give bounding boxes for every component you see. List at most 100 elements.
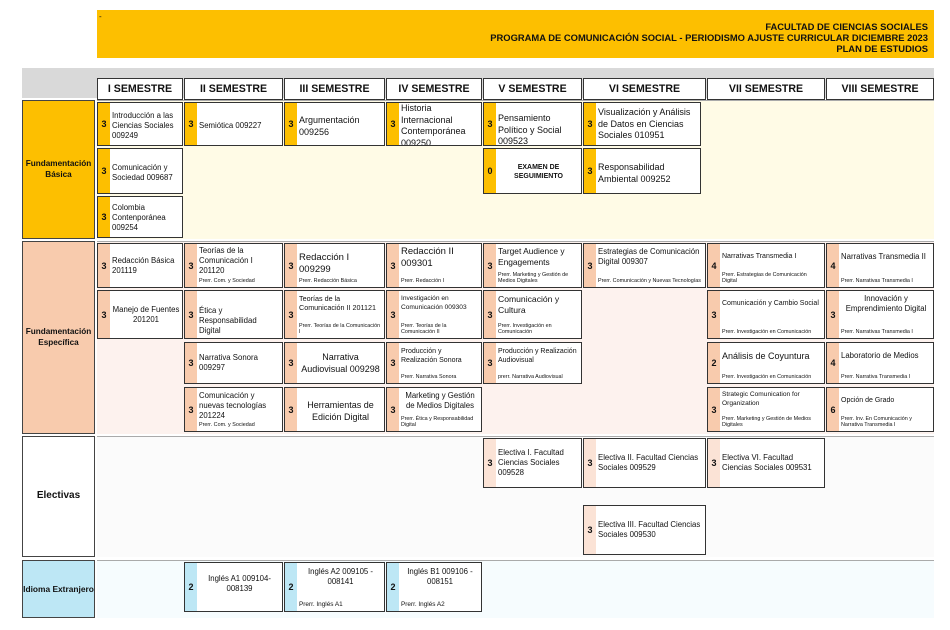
course-e12[interactable]: 3 Investigación en Comunicación 009303 P… — [386, 290, 482, 339]
plan-title: PLAN DE ESTUDIOS — [836, 43, 928, 54]
course-i3[interactable]: 2 Inglés B1 009106 - 008151 Prerr. Inglé… — [386, 562, 482, 612]
course-name-b4: Historia Internacional Contemporánea 009… — [401, 103, 466, 146]
credits-e13: 3 — [484, 291, 496, 338]
course-v1[interactable]: 3 Electiva I. Facultad Ciencias Sociales… — [483, 438, 582, 488]
credits-e10: 3 — [185, 291, 197, 338]
course-b9[interactable]: 3 Responsabilidad Ambiental 009252 — [583, 148, 701, 194]
course-b2[interactable]: 3 Semiótica 009227 — [184, 102, 283, 146]
credits-e20: 2 — [708, 343, 720, 383]
credits-v2: 3 — [584, 439, 596, 487]
credits-b9: 3 — [584, 149, 596, 193]
course-e13[interactable]: 3 Comunicación y Cultura Prerr. Investig… — [483, 290, 582, 339]
course-name-e20: Análisis de Coyuntura — [722, 351, 810, 361]
credits-e23: 3 — [285, 388, 297, 431]
credits-e6: 3 — [584, 244, 596, 287]
faculty-title: FACULTAD DE CIENCIAS SOCIALES — [765, 21, 928, 32]
course-name-e21: Laboratorio de Medios — [841, 351, 919, 360]
course-name-i1: Inglés A1 009104- 008139 — [208, 574, 271, 594]
course-name-b2: Semiótica 009227 — [199, 121, 262, 130]
course-name-e4: Redacción II 009301 — [401, 246, 454, 270]
credits-i1: 2 — [185, 563, 197, 611]
credits-e22: 3 — [185, 388, 197, 431]
credits-e9: 3 — [98, 291, 110, 338]
credits-b5: 3 — [484, 103, 496, 145]
program-title: PROGRAMA DE COMUNICACIÓN SOCIAL - PERIOD… — [490, 32, 928, 43]
credits-e2: 3 — [185, 244, 197, 287]
course-v2[interactable]: 3 Electiva II. Facultad Ciencias Sociale… — [583, 438, 706, 488]
course-e20[interactable]: 2 Análisis de Coyuntura Prerr. Investiga… — [707, 342, 825, 384]
course-b10[interactable]: 3 Colombia Contenporánea 009254 — [97, 196, 183, 238]
course-e2[interactable]: 3 Teorías de la Comunicación I 201120 Pr… — [184, 243, 283, 288]
course-name-e17: Narrativa Audiovisual 009298 — [301, 352, 380, 374]
credits-e8: 4 — [827, 244, 839, 287]
course-b1[interactable]: 3 Introducción a las Ciencias Sociales 0… — [97, 102, 183, 146]
course-name-e12: Investigación en Comunicación 009303 — [401, 295, 467, 311]
credits-b1: 3 — [98, 103, 110, 145]
prereq-e12: Prerr. Teorías de la Comunicación II — [401, 322, 447, 336]
credits-v4: 3 — [584, 506, 596, 554]
prereq-e18: Prerr. Narrativa Sonora — [401, 374, 457, 381]
course-e23[interactable]: 3 Herramientas de Edición Digital — [284, 387, 385, 432]
course-e4[interactable]: 3 Redacción II 009301 Prerr. Redacción I — [386, 243, 482, 288]
course-e14[interactable]: 3 Comunicación y Cambio Social Prerr. In… — [707, 290, 825, 339]
course-e17[interactable]: 3 Narrativa Audiovisual 009298 — [284, 342, 385, 384]
prereq-e3: Prerr. Redacción Básica — [299, 278, 357, 285]
prereq-e20: Prerr. Investigación en Comunicación — [722, 374, 812, 381]
course-v4[interactable]: 3 Electiva III. Facultad Ciencias Social… — [583, 505, 706, 555]
course-e15[interactable]: 3 Innovación y Emprendimiento Digital Pr… — [826, 290, 934, 339]
header-banner: - FACULTAD DE CIENCIAS SOCIALES PROGRAMA… — [97, 10, 934, 58]
course-e5[interactable]: 3 Target Audience y Engagements Prerr. M… — [483, 243, 582, 288]
credits-e1: 3 — [98, 244, 110, 287]
credits-i3: 2 — [387, 563, 399, 611]
course-name-e7: Narrativas Transmedia I — [722, 253, 797, 260]
credits-e16: 3 — [185, 343, 197, 383]
course-e22[interactable]: 3 Comunicación y nuevas tecnologías 2012… — [184, 387, 283, 432]
prereq-e13: Prerr. Investigación en Comunicación — [498, 322, 552, 336]
course-name-e13: Comunicación y Cultura — [498, 294, 560, 316]
course-e6[interactable]: 3 Estrategias de Comunicación Digital 00… — [583, 243, 706, 288]
course-e25[interactable]: 3 Strategic Comunication for Organizatio… — [707, 387, 825, 432]
course-name-v4: Electiva III. Facultad Ciencias Sociales… — [598, 520, 701, 540]
course-b3[interactable]: 3 Argumentación 009256 — [284, 102, 385, 146]
course-e24[interactable]: 3 Marketing y Gestión de Medios Digitale… — [386, 387, 482, 432]
course-e7[interactable]: 4 Narrativas Transmedia I Prerr. Estrate… — [707, 243, 825, 288]
course-b7[interactable]: 3 Comunicación y Sociedad 009687 — [97, 148, 183, 194]
course-name-e16: Narrativa Sonora 009297 — [199, 353, 258, 373]
course-name-e15: Innovación y Emprendimiento Digital — [845, 294, 927, 314]
course-i1[interactable]: 2 Inglés A1 009104- 008139 — [184, 562, 283, 612]
course-b5[interactable]: 3 Pensamiento Político y Social 009523 — [483, 102, 582, 146]
credits-b2: 3 — [185, 103, 197, 145]
course-i2[interactable]: 2 Inglés A2 009105 - 008141 Prerr. Inglé… — [284, 562, 385, 612]
course-e9[interactable]: 3 Manejo de Fuentes 201201 — [97, 290, 183, 339]
prereq-e11: Prerr. Teorías de la Comunicación I — [299, 322, 381, 336]
course-e10[interactable]: 3 Ética y Responsabilidad Digital — [184, 290, 283, 339]
prereq-e4: Prerr. Redacción I — [401, 278, 445, 285]
prereq-e2: Prerr. Com. y Sociedad — [199, 278, 255, 285]
course-b6[interactable]: 3 Visualización y Análisis de Datos en C… — [583, 102, 701, 146]
course-e11[interactable]: 3 Teorías de la Comunicación II 201121 P… — [284, 290, 385, 339]
course-e16[interactable]: 3 Narrativa Sonora 009297 — [184, 342, 283, 384]
course-name-e23: Herramientas de Edición Digital — [307, 400, 374, 422]
course-e3[interactable]: 3 Redacción I 009299 Prerr. Redacción Bá… — [284, 243, 385, 288]
course-e19[interactable]: 3 Producción y Realización Audiovisual p… — [483, 342, 582, 384]
course-name-b10: Colombia Contenporánea 009254 — [112, 203, 166, 233]
course-v3[interactable]: 3 Electiva VI. Facultad Ciencias Sociale… — [707, 438, 825, 488]
course-name-b8: EXAMEN DE SEGUIMIENTO — [514, 164, 563, 181]
course-name-b3: Argumentación 009256 — [299, 115, 360, 137]
course-name-b9: Responsabilidad Ambiental 009252 — [598, 162, 671, 184]
course-e21[interactable]: 4 Laboratorio de Medios Prerr. Narrativa… — [826, 342, 934, 384]
course-b8[interactable]: 0 EXAMEN DE SEGUIMIENTO — [483, 148, 582, 194]
course-name-e25: Strategic Comunication for Organization — [722, 391, 800, 407]
credits-v1: 3 — [484, 439, 496, 487]
course-e8[interactable]: 4 Narrativas Transmedia II Prerr. Narrat… — [826, 243, 934, 288]
credits-v3: 3 — [708, 439, 720, 487]
course-b4[interactable]: 3 Historia Internacional Contemporánea 0… — [386, 102, 482, 146]
course-name-e18: Producción y Realización Sonora — [401, 348, 462, 365]
prereq-e7: Prerr. Estrategias de Comunicación Digit… — [722, 271, 807, 285]
credits-b7: 3 — [98, 149, 110, 193]
course-e26[interactable]: 6 Opción de Grado Prerr. Inv. En Comunic… — [826, 387, 934, 432]
course-e1[interactable]: 3 Redacción Básica 201119 — [97, 243, 183, 288]
credits-e11: 3 — [285, 291, 297, 338]
credits-e14: 3 — [708, 291, 720, 338]
course-e18[interactable]: 3 Producción y Realización Sonora Prerr.… — [386, 342, 482, 384]
